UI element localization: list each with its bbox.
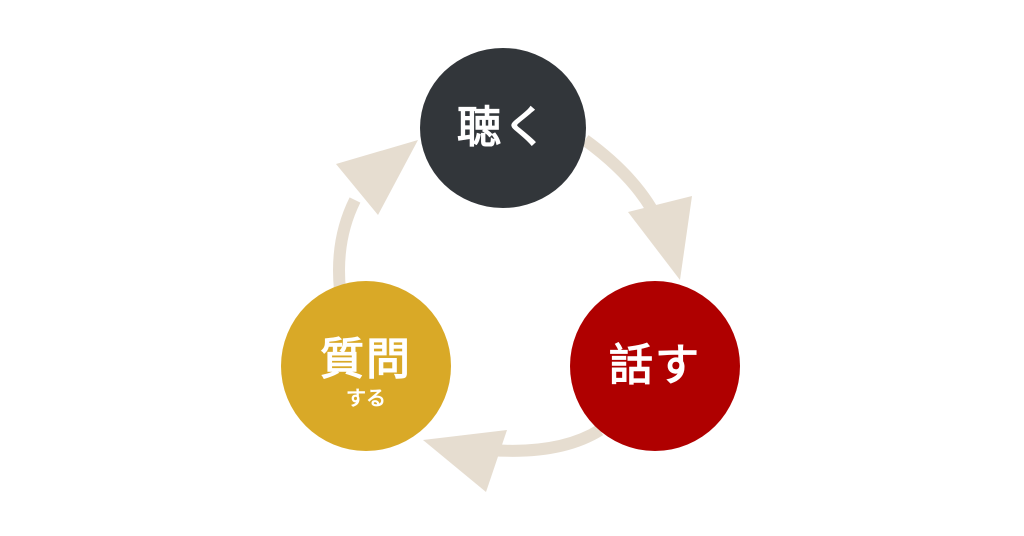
- arrowhead-to-speak: [628, 196, 692, 280]
- node-speak: 話す: [570, 281, 740, 451]
- arrowhead-to-ask: [423, 430, 507, 492]
- node-ask-label: 質問: [320, 334, 412, 385]
- node-speak-label: 話す: [609, 340, 701, 391]
- arc-ask-to-listen: [333, 197, 361, 291]
- arc-speak-to-ask: [489, 424, 604, 457]
- arrowhead-to-listen: [336, 140, 418, 215]
- node-ask: 質問 する: [281, 281, 451, 451]
- node-listen-label: 聴く: [457, 102, 549, 153]
- node-ask-sublabel: する: [346, 386, 386, 410]
- node-listen: 聴く: [420, 48, 586, 208]
